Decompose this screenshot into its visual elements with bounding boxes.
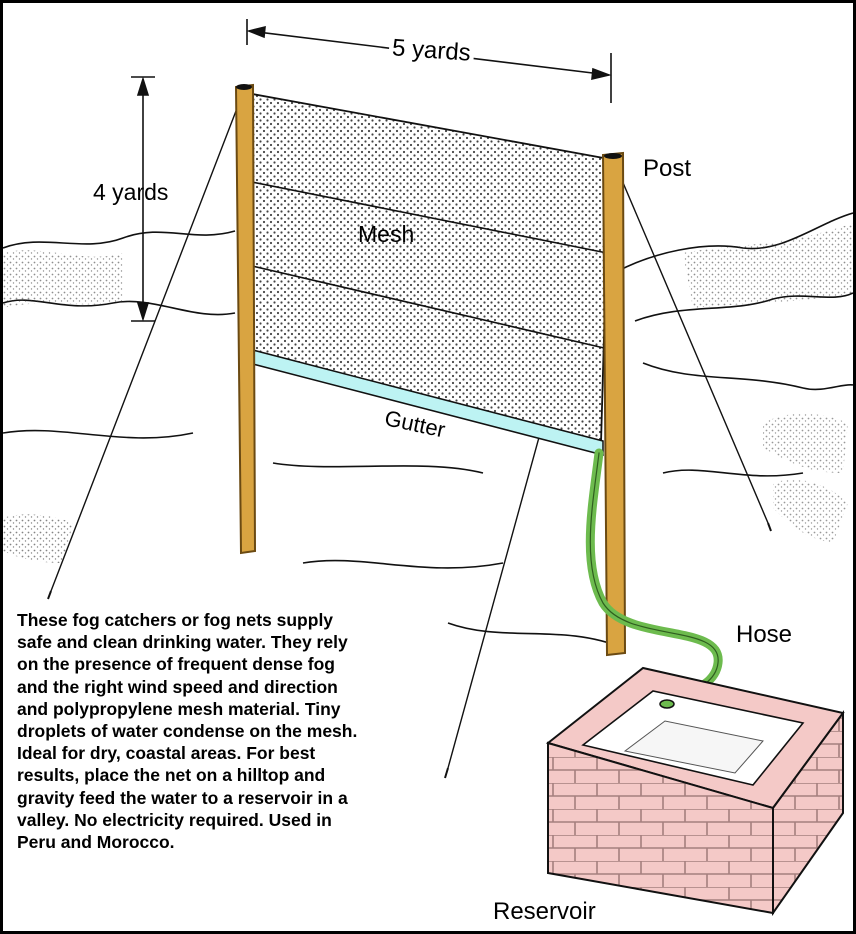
posts	[234, 83, 627, 657]
mesh-cable-1	[246, 180, 608, 254]
post-right-cap	[604, 153, 622, 159]
mesh-panel	[246, 91, 610, 445]
ground-contour-2	[272, 462, 484, 474]
caption-line: gravity feed the water to a reservoir in…	[17, 787, 348, 808]
hose-outlet	[659, 699, 675, 709]
hose-label: Hose	[736, 621, 793, 648]
caption-line: and polypropylene mesh material. Tiny	[17, 698, 341, 719]
post-left	[234, 83, 257, 555]
shade-patch-3	[763, 413, 848, 473]
caption-line: valley. No electricity required. Used in	[17, 809, 332, 830]
ground-contour-4	[662, 469, 804, 477]
width-arrow-left	[246, 25, 266, 39]
height-arrow-top	[136, 76, 150, 96]
caption-line: results, place the net on a hilltop and	[17, 765, 326, 786]
height-label: 4 yards	[93, 179, 169, 205]
reservoir	[545, 666, 845, 917]
shade-patch-2	[683, 223, 853, 308]
reservoir-side-wall	[772, 709, 844, 917]
ground-contour-1	[3, 429, 194, 439]
caption-line: safe and clean drinking water. They rely	[17, 632, 348, 653]
ground-contour-3	[642, 362, 853, 391]
ground-contour-5	[302, 559, 504, 569]
stake-front	[444, 767, 449, 779]
wire-stakes	[47, 522, 772, 779]
height-dimension	[131, 76, 155, 322]
mesh-label: Mesh	[358, 221, 415, 247]
caption-line: and the right wind speed and direction	[17, 676, 338, 697]
caption-line: on the presence of frequent dense fog	[17, 654, 335, 675]
guy-wire-left	[50, 97, 242, 592]
stake-left	[47, 590, 52, 600]
width-arrow-right	[591, 67, 612, 81]
post-left-cap	[236, 84, 252, 90]
caption-text: These fog catchers or fog nets supply sa…	[17, 609, 437, 853]
fog-catcher-illustration	[3, 19, 853, 917]
width-label: 5 yards	[388, 34, 475, 68]
shade-patch-4	[773, 479, 848, 543]
height-arrow-bottom	[136, 302, 150, 322]
stake-back	[767, 522, 772, 532]
ground-contour-6	[447, 622, 624, 649]
caption-line: These fog catchers or fog nets supply	[17, 610, 334, 630]
post-label: Post	[643, 155, 692, 182]
reservoir-water	[623, 720, 764, 774]
hill-outline-left	[3, 230, 236, 249]
caption-line: Peru and Morocco.	[17, 832, 175, 853]
mesh-cable-2	[247, 264, 605, 349]
caption-line: droplets of water condense on the mesh.	[17, 721, 358, 742]
reservoir-label: Reservoir	[493, 898, 596, 925]
mesh-support-cables	[246, 180, 608, 349]
shade-patch-5	[3, 514, 73, 563]
guy-wire-right-back	[620, 177, 769, 524]
post-right	[601, 151, 627, 657]
shade-patch-1	[3, 250, 123, 308]
caption-line: Ideal for dry, coastal areas. For best	[17, 743, 316, 764]
